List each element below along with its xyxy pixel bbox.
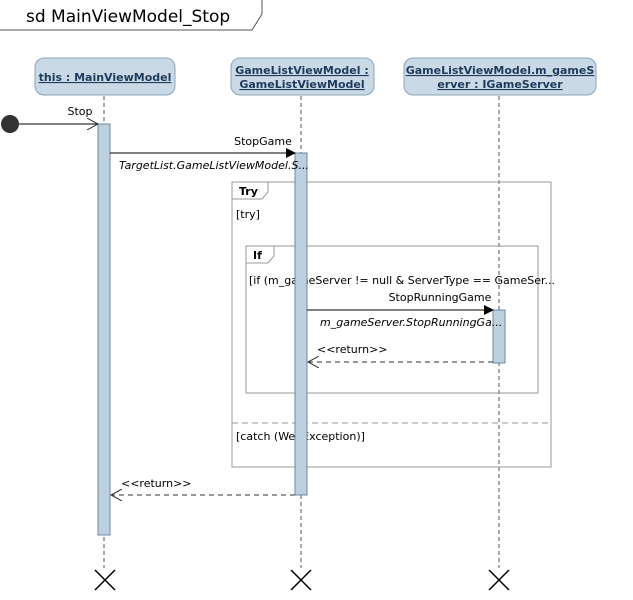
activation-gamelist [294,152,308,496]
destroy-gamelist-icon [290,569,312,591]
if-fragment-label: If [253,249,262,262]
message-stop-label: Stop [67,105,92,118]
destroy-gameserver-icon [488,569,510,591]
message-stoprunninggame-label: StopRunningGame [389,291,492,304]
if-guard: [if (m_gameServer != null & ServerType =… [249,274,555,287]
lifeline-gameserver[interactable]: GameListViewModel.m_gameS erver : IGameS… [403,57,597,96]
initial-node [1,115,19,133]
lifeline-gameserver-label-line2: erver : IGameServer [437,78,563,91]
lifeline-gamelist[interactable]: GameListViewModel : GameListViewModel [230,57,375,96]
destroy-main-icon [94,569,116,591]
lifeline-gameserver-label-line1: GameListViewModel.m_gameS [406,64,595,77]
activation-gameserver [492,309,506,364]
lifeline-gamelist-label-line1: GameListViewModel : [235,64,369,77]
try-fragment-label: Try [239,185,258,198]
if-fragment[interactable]: If [if (m_gameServer != null & ServerTyp… [245,245,555,394]
activation-main [97,123,111,536]
message-return-outer-label: <<return>> [121,477,192,490]
message-stoprunninggame-note: m_gameServer.StopRunningGa... [320,316,502,329]
message-stopgame-label: StopGame [234,135,292,148]
frame-title-tab: sd MainViewModel_Stop [0,0,263,31]
message-return-inner-label: <<return>> [317,343,388,356]
lifeline-gamelist-label-line2: GameListViewModel [239,78,364,91]
lifeline-main[interactable]: this : MainViewModel [34,57,176,96]
lifeline-main-label: this : MainViewModel [39,71,172,84]
try-guard: [try] [236,208,260,221]
message-stopgame-note: TargetList.GameListViewModel.S... [119,159,309,172]
frame-title: sd MainViewModel_Stop [26,7,230,27]
